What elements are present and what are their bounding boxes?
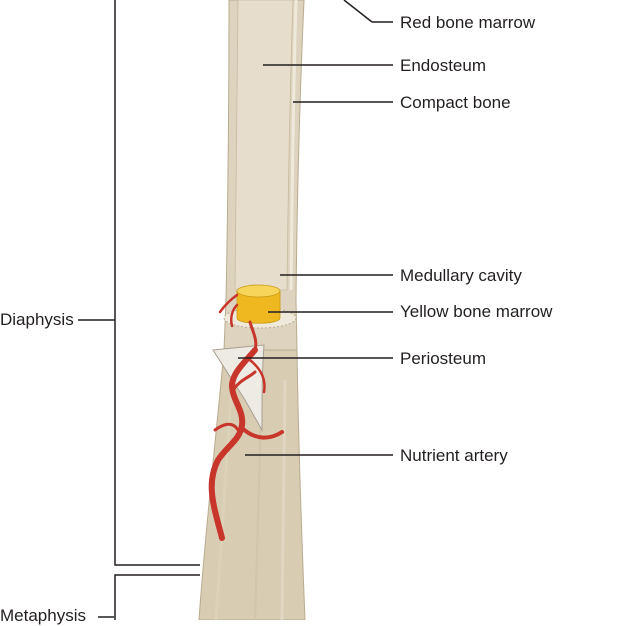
nutrient-artery-label: Nutrient artery [400,446,508,465]
endosteum-label: Endosteum [400,56,486,75]
leader-lines [78,21,393,618]
yellow-bone-marrow-label: Yellow bone marrow [400,302,553,321]
medullary-cavity-label: Medullary cavity [400,266,522,285]
yellow-marrow-top [236,284,281,298]
yellow-marrow-cylinder [236,290,281,324]
brackets [114,0,200,620]
bone-streak [214,379,234,620]
red-bone-marrow-label: Red bone marrow [400,13,536,32]
diaphysis-label: Diaphysis [0,310,74,329]
metaphysis-label: Metaphysis [0,606,86,625]
compact-bone-label: Compact bone [400,93,511,112]
metaphysis-bracket [114,574,200,620]
diaphysis-bracket [114,0,200,566]
medullary-cavity-region [234,0,294,291]
nutrient-artery-vessels [208,293,284,541]
red-marrow-leader-top [343,0,373,23]
compact-bone-edge [289,0,298,291]
periosteum-label: Periosteum [400,349,486,368]
bone-streak [280,379,287,620]
periosteum-flap [212,344,265,432]
